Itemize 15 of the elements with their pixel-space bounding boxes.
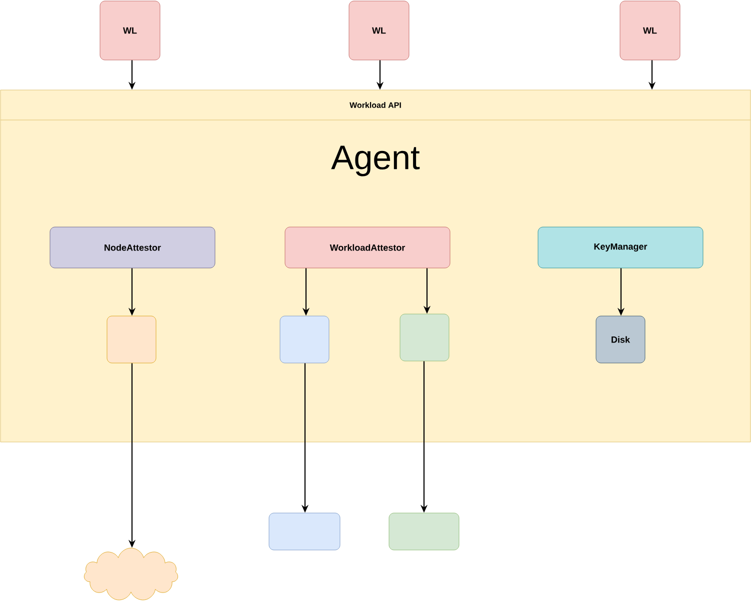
empty-box xyxy=(400,314,450,362)
agent-title: Agent xyxy=(331,146,420,176)
empty-box xyxy=(268,512,340,550)
process-box: WorkloadAttestor xyxy=(284,226,450,268)
process-box: KeyManager xyxy=(538,226,704,268)
process-box: Disk xyxy=(596,316,646,364)
empty-box xyxy=(280,316,330,364)
process-box: WL xyxy=(348,0,410,60)
process-box: WL xyxy=(100,0,160,60)
header-text: Workload API xyxy=(350,102,401,108)
empty-box xyxy=(388,512,460,550)
process-box: NodeAttestor xyxy=(50,226,216,268)
process-box: WL xyxy=(620,0,680,60)
empty-box xyxy=(106,316,156,364)
cloud-shape xyxy=(84,548,178,600)
